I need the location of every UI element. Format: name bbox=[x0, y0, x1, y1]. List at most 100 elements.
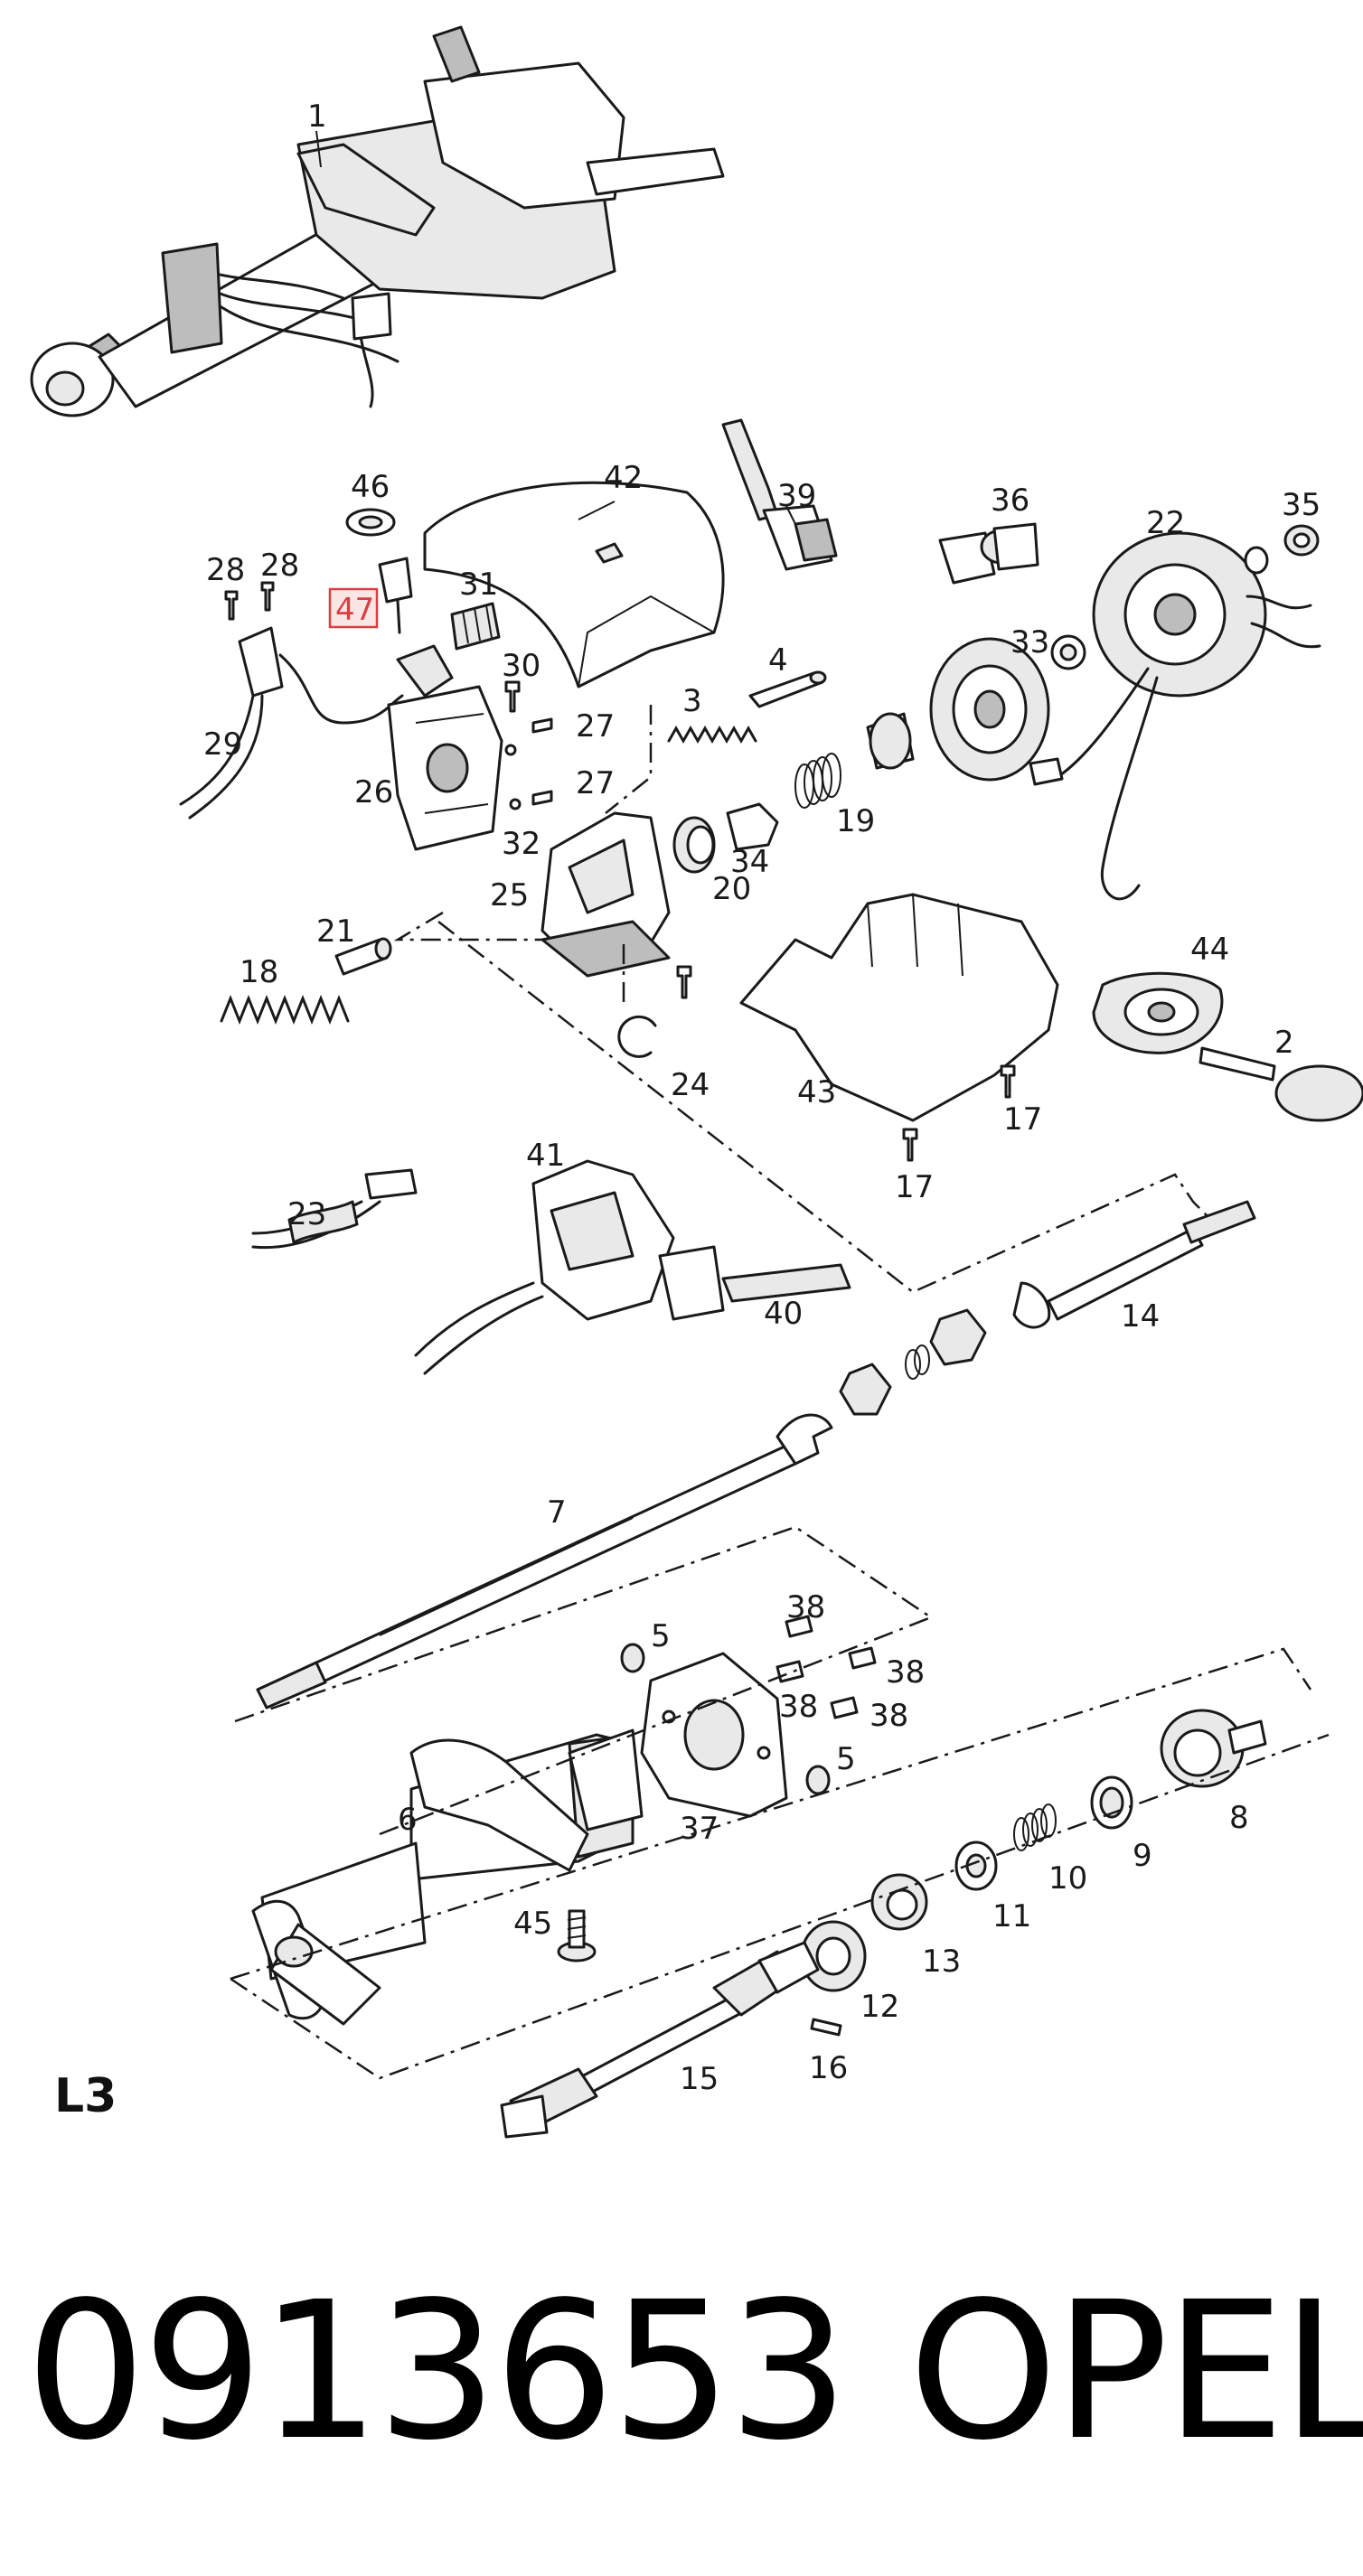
part-4-pin bbox=[748, 670, 827, 708]
callout-3: 3 bbox=[682, 683, 702, 719]
callout-38b: 38 bbox=[886, 1654, 925, 1691]
callout-10: 10 bbox=[1048, 1860, 1087, 1897]
callout-44: 44 bbox=[1190, 932, 1229, 968]
part-45-self-tapping-screw bbox=[557, 1909, 597, 1962]
callout-26: 26 bbox=[354, 774, 393, 810]
part-35-bearing bbox=[1244, 524, 1320, 575]
part-number: 0913653 bbox=[25, 2261, 849, 2482]
part-32-pins bbox=[504, 744, 522, 810]
part-25-switch-housing bbox=[540, 811, 671, 978]
callout-7: 7 bbox=[547, 1494, 567, 1531]
part-23-wiring bbox=[251, 1168, 418, 1250]
callout-11: 11 bbox=[992, 1898, 1031, 1934]
callout-labels: 1 2 3 4 5 5 6 7 8 9 10 11 12 13 14 15 16… bbox=[203, 98, 1321, 2097]
part-30-screw bbox=[504, 680, 521, 713]
part-41-switch-body bbox=[531, 1159, 675, 1321]
part-40-lever bbox=[414, 1245, 851, 1375]
callout-28b: 28 bbox=[260, 548, 299, 584]
callout-21: 21 bbox=[316, 913, 355, 950]
callout-17a: 17 bbox=[1003, 1101, 1042, 1138]
callout-12: 12 bbox=[860, 1989, 899, 2025]
callout-33: 33 bbox=[1010, 624, 1049, 660]
callout-45: 45 bbox=[513, 1906, 552, 1942]
callout-27b: 27 bbox=[576, 765, 615, 801]
callout-18: 18 bbox=[240, 954, 278, 990]
callout-39: 39 bbox=[777, 478, 816, 514]
section-code: L3 bbox=[54, 2069, 118, 2123]
part-47-sensor bbox=[378, 557, 413, 634]
callout-6: 6 bbox=[398, 1802, 418, 1838]
callout-30: 30 bbox=[502, 648, 540, 684]
callout-43: 43 bbox=[797, 1074, 836, 1110]
shaft-nuts bbox=[839, 1308, 987, 1416]
part-3-spring bbox=[667, 725, 757, 745]
part-39-lever-switch bbox=[721, 418, 838, 571]
callout-13: 13 bbox=[922, 1944, 961, 1980]
callout-17b: 17 bbox=[895, 1169, 934, 1205]
callout-4: 4 bbox=[768, 642, 788, 679]
part-1-column-assembly bbox=[30, 25, 725, 417]
callout-14: 14 bbox=[1121, 1298, 1160, 1335]
callout-15: 15 bbox=[680, 2061, 719, 2097]
part-42-upper-cover bbox=[423, 481, 725, 688]
part-2-lever-knob bbox=[1198, 1046, 1363, 1122]
cancelling-cam-wheel bbox=[866, 637, 1050, 782]
part-43-lower-cover bbox=[739, 893, 1059, 1122]
part-36-bracket bbox=[938, 522, 1039, 585]
part-37-bracket bbox=[640, 1652, 788, 1818]
callout-1: 1 bbox=[307, 98, 327, 135]
part-27-screws bbox=[531, 717, 553, 806]
callout-38d: 38 bbox=[870, 1698, 908, 1734]
part-33-washer bbox=[1022, 634, 1086, 683]
callout-19: 19 bbox=[836, 803, 875, 839]
callout-22: 22 bbox=[1146, 505, 1185, 541]
callout-28a: 28 bbox=[206, 552, 245, 588]
callout-40: 40 bbox=[764, 1296, 803, 1332]
callout-35: 35 bbox=[1282, 487, 1321, 523]
callout-38a: 38 bbox=[786, 1589, 825, 1625]
callout-23: 23 bbox=[287, 1196, 326, 1232]
callout-36: 36 bbox=[991, 482, 1029, 519]
callout-8: 8 bbox=[1229, 1800, 1249, 1836]
callout-29: 29 bbox=[203, 726, 242, 763]
part-9-ring bbox=[1090, 1775, 1133, 1830]
part-12-ring bbox=[800, 1920, 867, 1992]
callout-31: 31 bbox=[459, 567, 498, 603]
part-8-bearing bbox=[1160, 1709, 1267, 1788]
part-44-grommet bbox=[1092, 971, 1224, 1054]
callout-27a: 27 bbox=[576, 708, 615, 745]
part-15-intermediate-shaft bbox=[500, 1941, 820, 2139]
part-17-screws bbox=[676, 965, 1016, 1162]
callout-47-highlight-box[interactable] bbox=[328, 587, 379, 629]
assembly-lines bbox=[230, 705, 1330, 2080]
exploded-parts-diagram: 1 2 3 4 5 5 6 7 8 9 10 11 12 13 14 15 16… bbox=[30, 25, 1363, 2139]
part-13-retainer bbox=[870, 1873, 928, 1931]
callout-16: 16 bbox=[809, 2050, 848, 2086]
callout-41: 41 bbox=[526, 1138, 565, 1174]
part-26-lock-housing bbox=[387, 644, 503, 851]
callout-5b: 5 bbox=[836, 1741, 856, 1777]
leader-lines bbox=[315, 130, 796, 525]
part-22-contact-unit bbox=[1029, 531, 1321, 901]
callout-5a: 5 bbox=[651, 1618, 671, 1654]
part-14-shaft bbox=[1012, 1200, 1256, 1329]
callout-20: 20 bbox=[712, 871, 751, 907]
part-10-spring bbox=[1013, 1803, 1057, 1851]
part-21-sleeve bbox=[334, 937, 392, 976]
part-28-screws bbox=[224, 581, 275, 621]
part-20-bushing bbox=[672, 816, 716, 874]
part-5-bushings bbox=[620, 1643, 831, 1795]
callout-32: 32 bbox=[502, 826, 540, 862]
callout-34: 34 bbox=[730, 844, 769, 880]
part-19-spring bbox=[794, 753, 841, 809]
callout-9: 9 bbox=[1133, 1838, 1152, 1874]
part-6-column-tube bbox=[251, 1728, 644, 2026]
callout-47[interactable]: 47 bbox=[335, 592, 374, 628]
part-16-bolt bbox=[810, 2018, 842, 2037]
part-31-key-cylinder bbox=[450, 602, 501, 651]
callout-2: 2 bbox=[1274, 1025, 1294, 1061]
part-46-ring bbox=[345, 508, 396, 537]
callout-38c: 38 bbox=[779, 1689, 818, 1725]
brand-name: OPEL bbox=[908, 2261, 1363, 2482]
part-34-cam bbox=[726, 802, 779, 851]
